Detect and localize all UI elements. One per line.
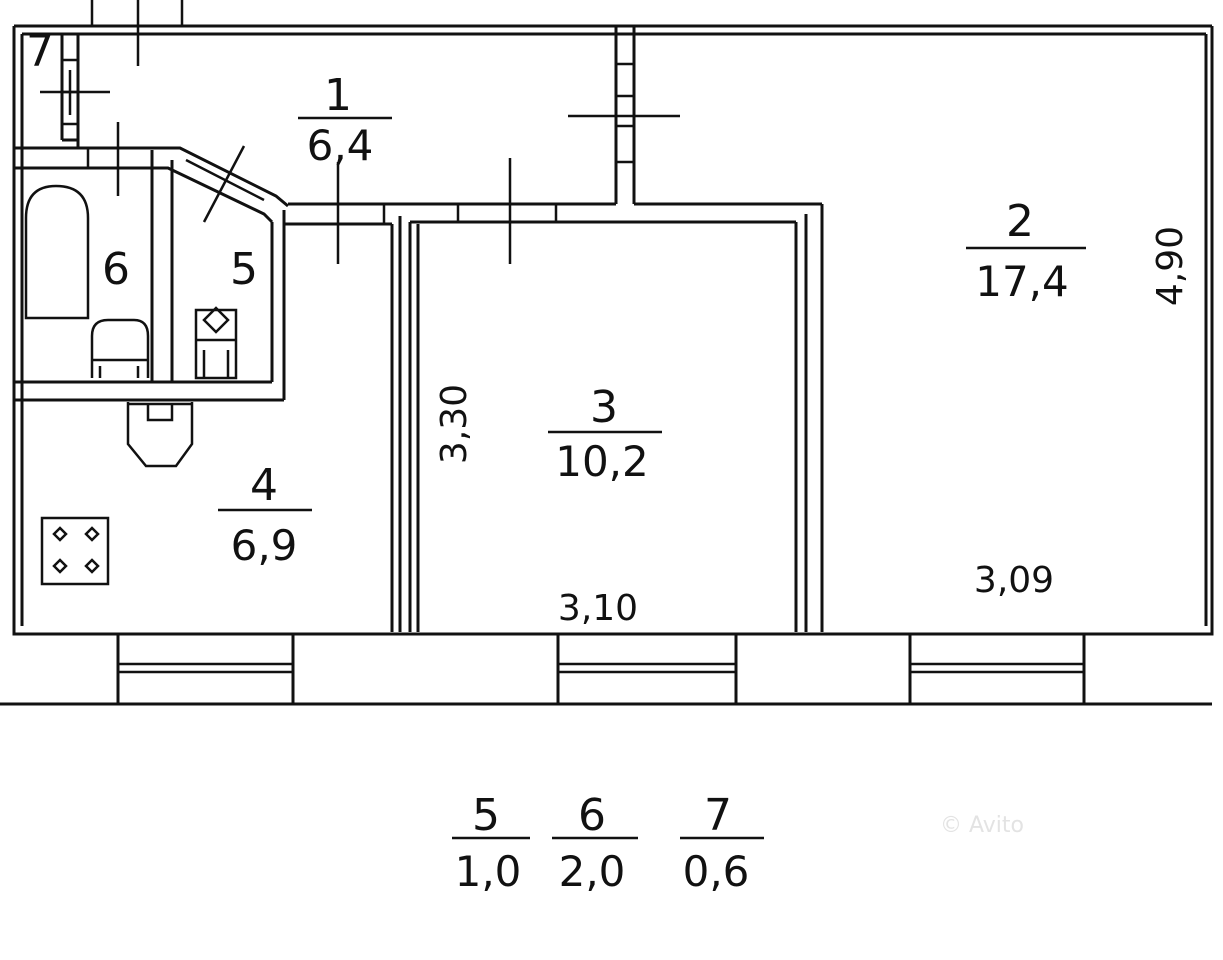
- room-2-number: 2: [1006, 196, 1034, 247]
- windows: [116, 632, 1086, 706]
- legend-room-5-number: 5: [472, 790, 500, 841]
- interior-walls: [14, 26, 824, 632]
- room-3-width-dimension: 3,10: [558, 588, 638, 629]
- stove-icon: [40, 516, 110, 586]
- room-6-number: 6: [102, 244, 130, 295]
- room-1-area: 6,4: [307, 121, 374, 170]
- legend-room-5-area: 1,0: [455, 847, 522, 896]
- room-1-number: 1: [324, 70, 352, 121]
- room-3-area: 10,2: [555, 437, 649, 486]
- watermark: © Avito: [940, 813, 1024, 838]
- room-1-label: 1 6,4: [298, 70, 392, 170]
- room-2-label: 2 17,4: [966, 196, 1086, 306]
- room-2-area: 17,4: [975, 257, 1069, 306]
- room-4-label: 4 6,9: [218, 460, 312, 570]
- legend-room-6-area: 2,0: [559, 847, 626, 896]
- legend-room-6-number: 6: [578, 790, 606, 841]
- room-2-height-dimension: 4,90: [1150, 226, 1191, 306]
- room-5-number: 5: [230, 244, 258, 295]
- room-3-height-dimension: 3,30: [434, 384, 475, 464]
- legend-room-7-area: 0,6: [683, 847, 750, 896]
- sink-icon: [90, 318, 150, 378]
- toilet-icon: [194, 306, 238, 380]
- room-3-label: 3 10,2: [548, 382, 662, 486]
- kitchen-sink-icon: [126, 402, 194, 468]
- room-4-area: 6,9: [231, 521, 298, 570]
- room-7-number: 7: [26, 26, 54, 77]
- room-2-width-dimension: 3,09: [974, 560, 1054, 601]
- legend-room-7-number: 7: [704, 790, 732, 841]
- room-3-number: 3: [590, 382, 618, 433]
- bathtub-icon: [24, 184, 90, 320]
- room-4-number: 4: [250, 460, 278, 511]
- small-rooms-legend: 5 1,0 6 2,0 7 0,6: [452, 790, 764, 896]
- fixtures: [24, 184, 238, 586]
